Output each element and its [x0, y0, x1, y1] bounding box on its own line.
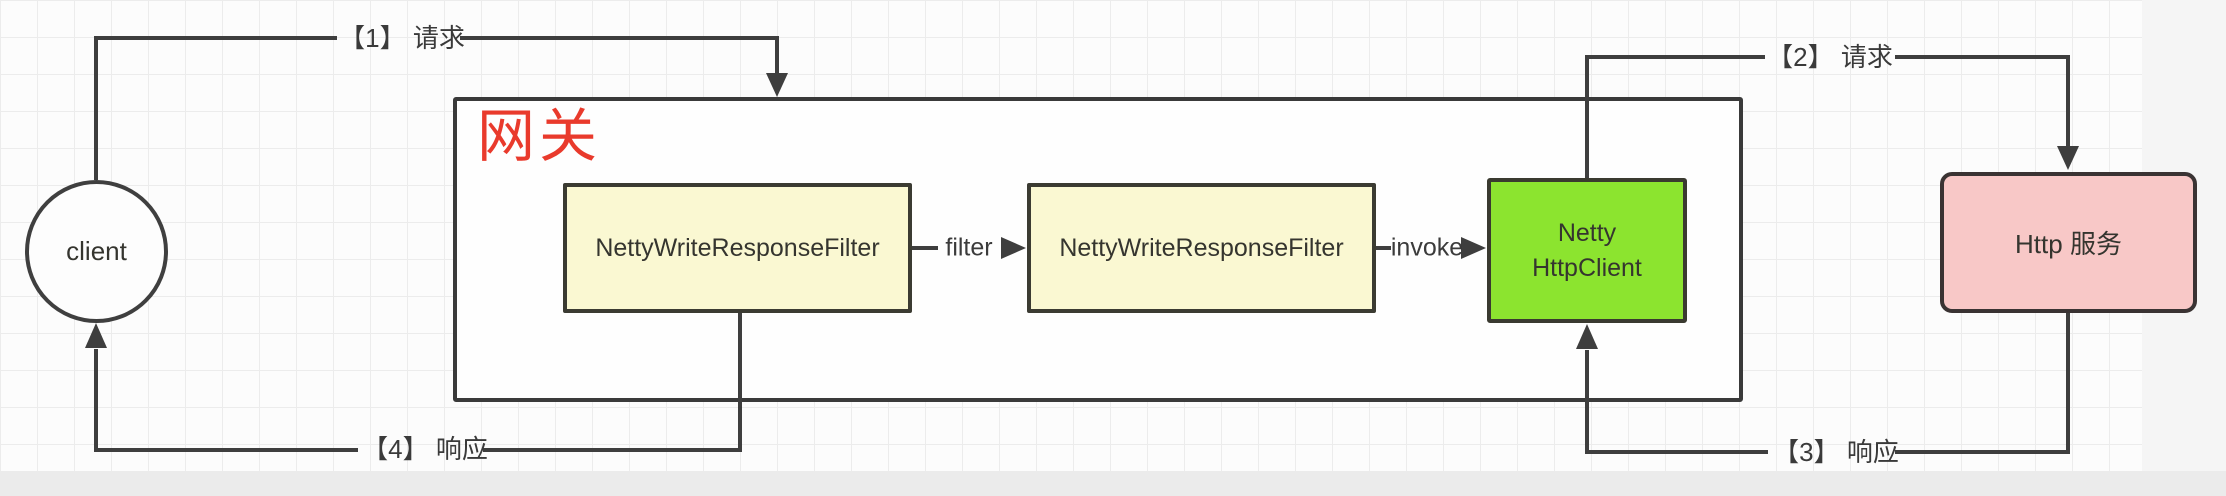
- gateway-title: 网关: [477, 104, 602, 169]
- edge-request-1: [94, 36, 788, 180]
- arrow-down-icon: [766, 73, 788, 97]
- client-label: client: [66, 236, 127, 266]
- edge-request-2: [1585, 55, 2079, 178]
- arrow-right-icon: [1461, 237, 1486, 259]
- edge-response-3: [1576, 313, 2070, 454]
- arrow-down-icon: [2057, 146, 2079, 170]
- edge-filter-call: [912, 237, 1026, 259]
- edge-label-filter: filter: [945, 233, 993, 262]
- edge-label-response-3: 【3】 响应: [1773, 437, 1899, 467]
- arrow-right-icon: [1001, 237, 1026, 259]
- filter2-label: NettyWriteResponseFilter: [1059, 233, 1344, 262]
- canvas-bottom-margin: [0, 471, 2226, 496]
- node-client[interactable]: client: [25, 180, 168, 323]
- edge-response-4: [85, 313, 742, 452]
- arrow-up-icon: [85, 323, 107, 348]
- node-netty-write-response-filter-1[interactable]: NettyWriteResponseFilter: [563, 183, 912, 313]
- edge-label-request-2: 【2】 请求: [1767, 42, 1893, 72]
- edge-label-response-4: 【4】 响应: [362, 434, 488, 464]
- arrow-up-icon: [1576, 324, 1598, 349]
- netty-http-client-label: Netty HttpClient: [1532, 218, 1642, 282]
- http-service-label: Http 服务: [2015, 229, 2122, 259]
- node-netty-http-client[interactable]: Netty HttpClient: [1487, 178, 1687, 323]
- node-netty-write-response-filter-2[interactable]: NettyWriteResponseFilter: [1027, 183, 1376, 313]
- edge-label-invoke: invoke: [1390, 233, 1464, 262]
- edge-label-request-1: 【1】 请求: [339, 23, 465, 53]
- edge-invoke-call: [1376, 237, 1486, 259]
- node-http-service[interactable]: Http 服务: [1940, 172, 2197, 313]
- filter1-label: NettyWriteResponseFilter: [595, 233, 880, 262]
